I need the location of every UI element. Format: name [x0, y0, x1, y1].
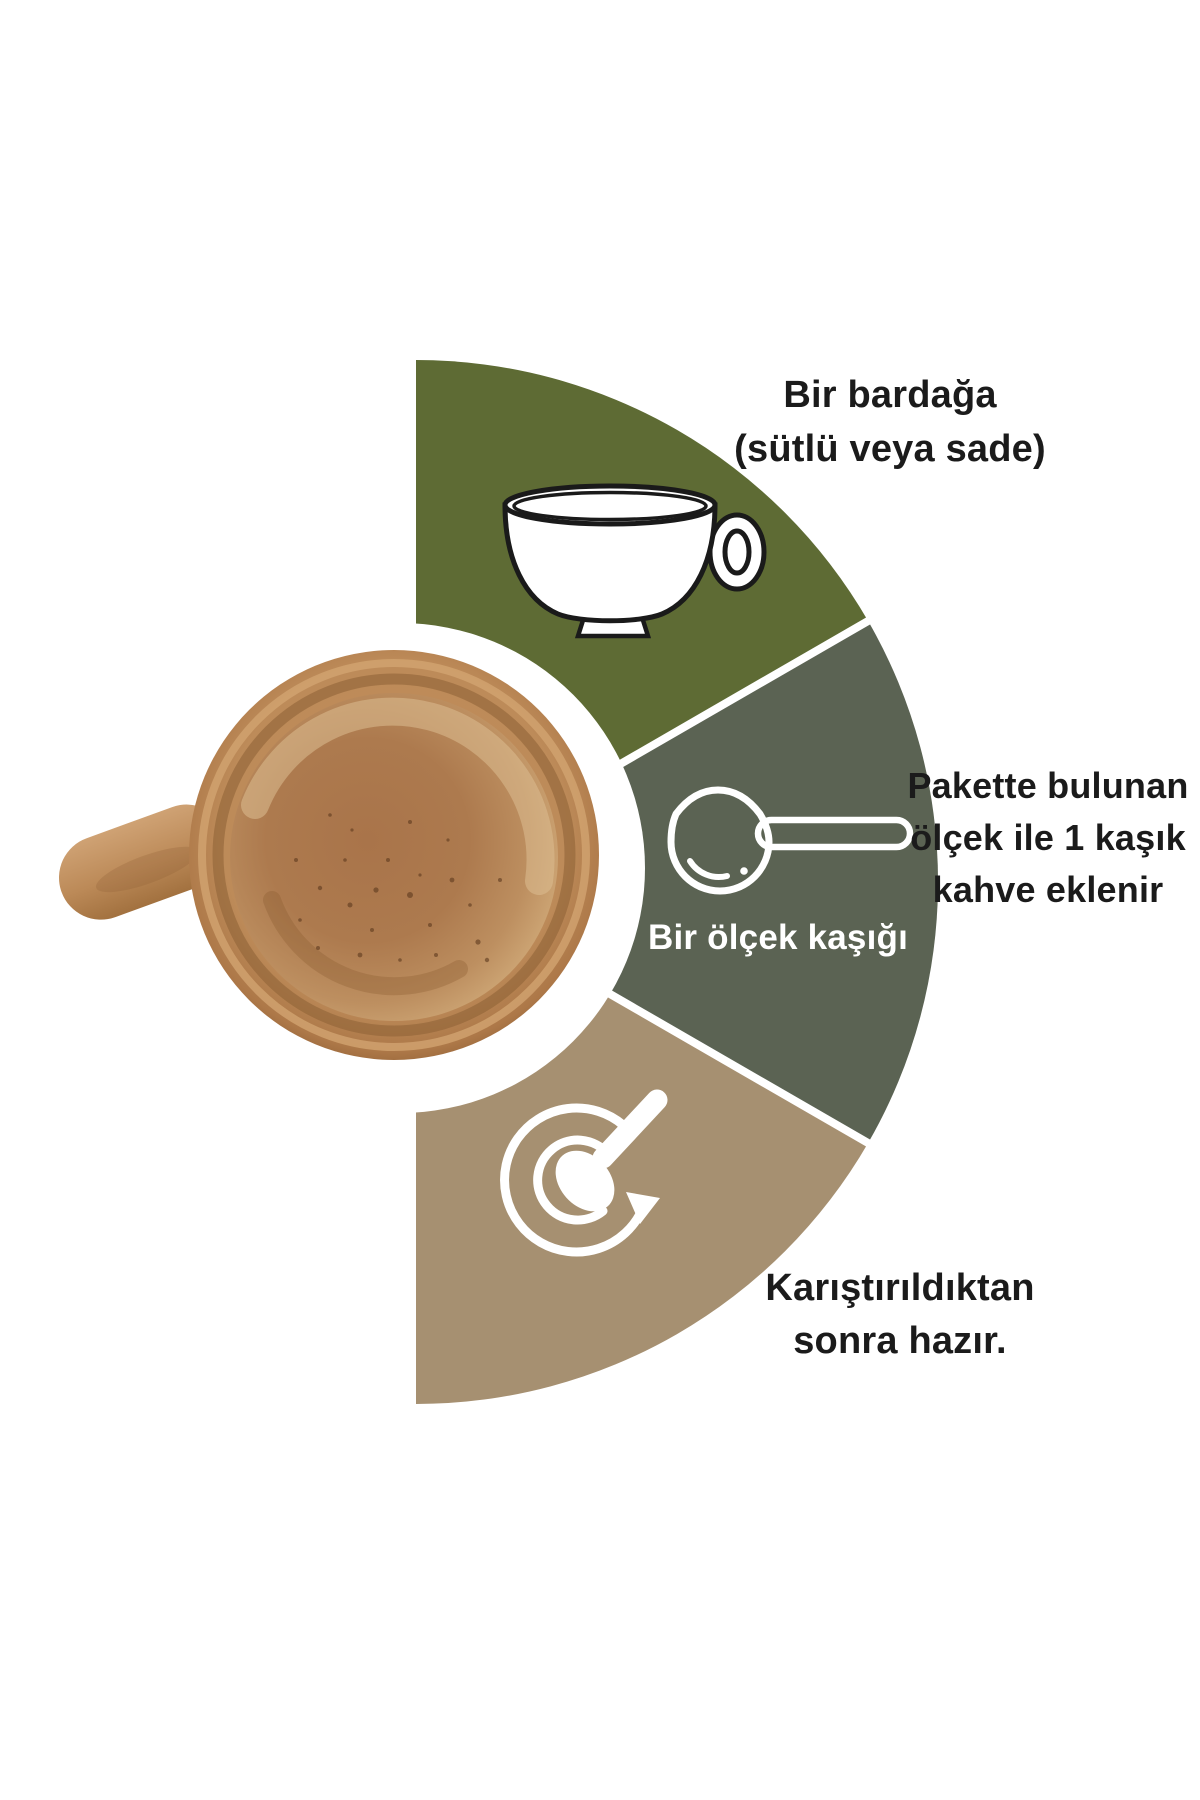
mug-handle [58, 804, 229, 920]
measuring-scoop-icon [667, 786, 914, 895]
step3-label: Karıştırıldıktan sonra hazır. [700, 1262, 1100, 1368]
step1-label: Bir bardağa (sütlü veya sade) [680, 368, 1100, 476]
coffee-cup-icon [502, 483, 767, 639]
step2-inner-label: Bir ölçek kaşığı [648, 918, 908, 957]
step1-label-line1: Bir bardağa [783, 374, 997, 416]
step1-label-line2: (sütlü veya sade) [734, 428, 1046, 470]
step2-sector [416, 621, 939, 1143]
step3-label-line1: Karıştırıldıktan [765, 1267, 1035, 1309]
coffee-mug-photo [58, 650, 599, 1060]
step2-label-line1: Pakette bulunan [907, 765, 1189, 806]
stir-spoon-icon [500, 1089, 668, 1257]
step2-label: Pakette bulunan ölçek ile 1 kaşık kahve … [898, 760, 1198, 916]
step3-label-line2: sonra hazır. [793, 1320, 1007, 1362]
step2-label-line3: kahve eklenir [932, 869, 1164, 910]
step2-label-line2: ölçek ile 1 kaşık [910, 817, 1186, 858]
crema-speckles [294, 813, 502, 963]
